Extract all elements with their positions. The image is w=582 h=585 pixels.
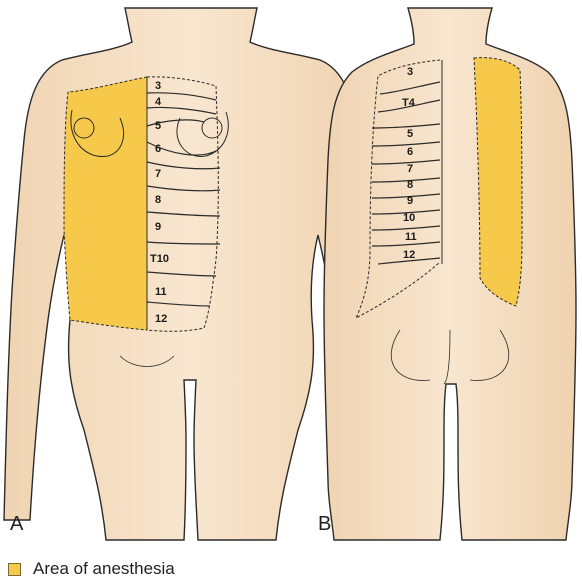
back-body-outline (324, 8, 576, 540)
back-dermatome-label: 10 (403, 212, 415, 224)
front-dermatome-label: 6 (155, 143, 161, 155)
front-dermatome-label: 3 (155, 80, 161, 92)
front-dermatome-label: 4 (155, 96, 162, 108)
front-dermatome-label: 5 (155, 120, 161, 132)
back-dermatome-label: 8 (407, 179, 413, 191)
front-dermatome-label: 9 (155, 221, 161, 233)
front-dermatome-label: 8 (155, 194, 161, 206)
back-body-figure: 3 T4 5 6 7 8 9 10 11 12 B (318, 8, 576, 540)
back-dermatome-label: 3 (407, 66, 413, 78)
panel-letter-a: A (10, 513, 24, 535)
back-dermatome-label: T4 (402, 97, 416, 109)
front-body-figure: 3 4 5 6 7 8 9 T10 11 12 A (4, 8, 378, 540)
back-dermatome-label: 9 (407, 195, 413, 207)
panel-letter-b: B (318, 513, 331, 535)
back-dermatome-label: 12 (403, 249, 415, 261)
back-anesthesia-area (474, 58, 522, 306)
front-body-outline (4, 8, 378, 540)
front-dermatome-label: 12 (155, 313, 167, 325)
front-dermatome-label: 7 (155, 168, 161, 180)
back-dermatome-label: 6 (407, 146, 413, 158)
front-dermatome-label: T10 (150, 253, 169, 265)
back-dermatome-label: 5 (407, 128, 413, 140)
back-dermatome-label: 11 (405, 231, 417, 243)
front-dermatome-label: 11 (155, 286, 167, 298)
legend: Area of anesthesia (8, 559, 175, 579)
legend-label: Area of anesthesia (33, 559, 175, 579)
legend-swatch (8, 563, 21, 576)
front-anesthesia-area (64, 77, 147, 330)
back-dermatome-label: 7 (407, 163, 413, 175)
